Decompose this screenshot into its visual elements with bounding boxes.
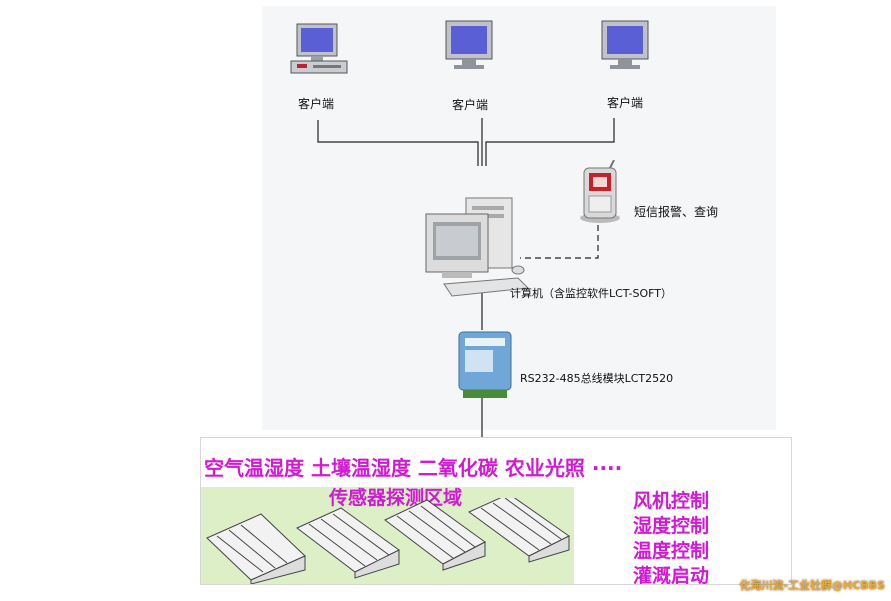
client-computer-icon: [290, 23, 348, 74]
client-computer-icon: [601, 20, 649, 69]
client-label: 客户端: [298, 97, 335, 111]
control-temperature: 温度控制: [633, 540, 710, 562]
greenhouses: [206, 498, 570, 584]
client-computer-icon: [445, 20, 493, 69]
computer-label: 计算机（含监控软件LCT-SOFT）: [510, 287, 672, 300]
sensor-types: 空气温湿度 土壤温湿度 二氧化碳 农业光照 ····: [204, 456, 623, 480]
bus-module-icon: [458, 331, 512, 398]
client-label: 客户端: [607, 96, 644, 110]
client-label: 客户端: [452, 98, 489, 112]
control-humidity: 湿度控制: [633, 515, 710, 537]
control-irrigation: 灌溉启动: [633, 565, 710, 585]
phone-label: 短信报警、查询: [634, 205, 719, 219]
network-diagram-panel: [262, 6, 776, 430]
mobile-phone-icon: [580, 160, 620, 223]
monitoring-computer-icon: [425, 197, 530, 297]
greenhouse-icon: [296, 507, 400, 579]
watermark: 化海川流-工业社群@HCBBS: [739, 579, 885, 592]
sensor-field-panel: 空气温湿度 土壤温湿度 二氧化碳 农业光照 ···· 传感器探测区域: [200, 437, 792, 585]
greenhouse-icon: [384, 499, 486, 571]
module-label: RS232-485总线模块LCT2520: [520, 372, 674, 385]
greenhouse-icon: [468, 498, 570, 563]
control-fan: 风机控制: [633, 490, 710, 512]
greenhouse-icon: [206, 513, 306, 584]
